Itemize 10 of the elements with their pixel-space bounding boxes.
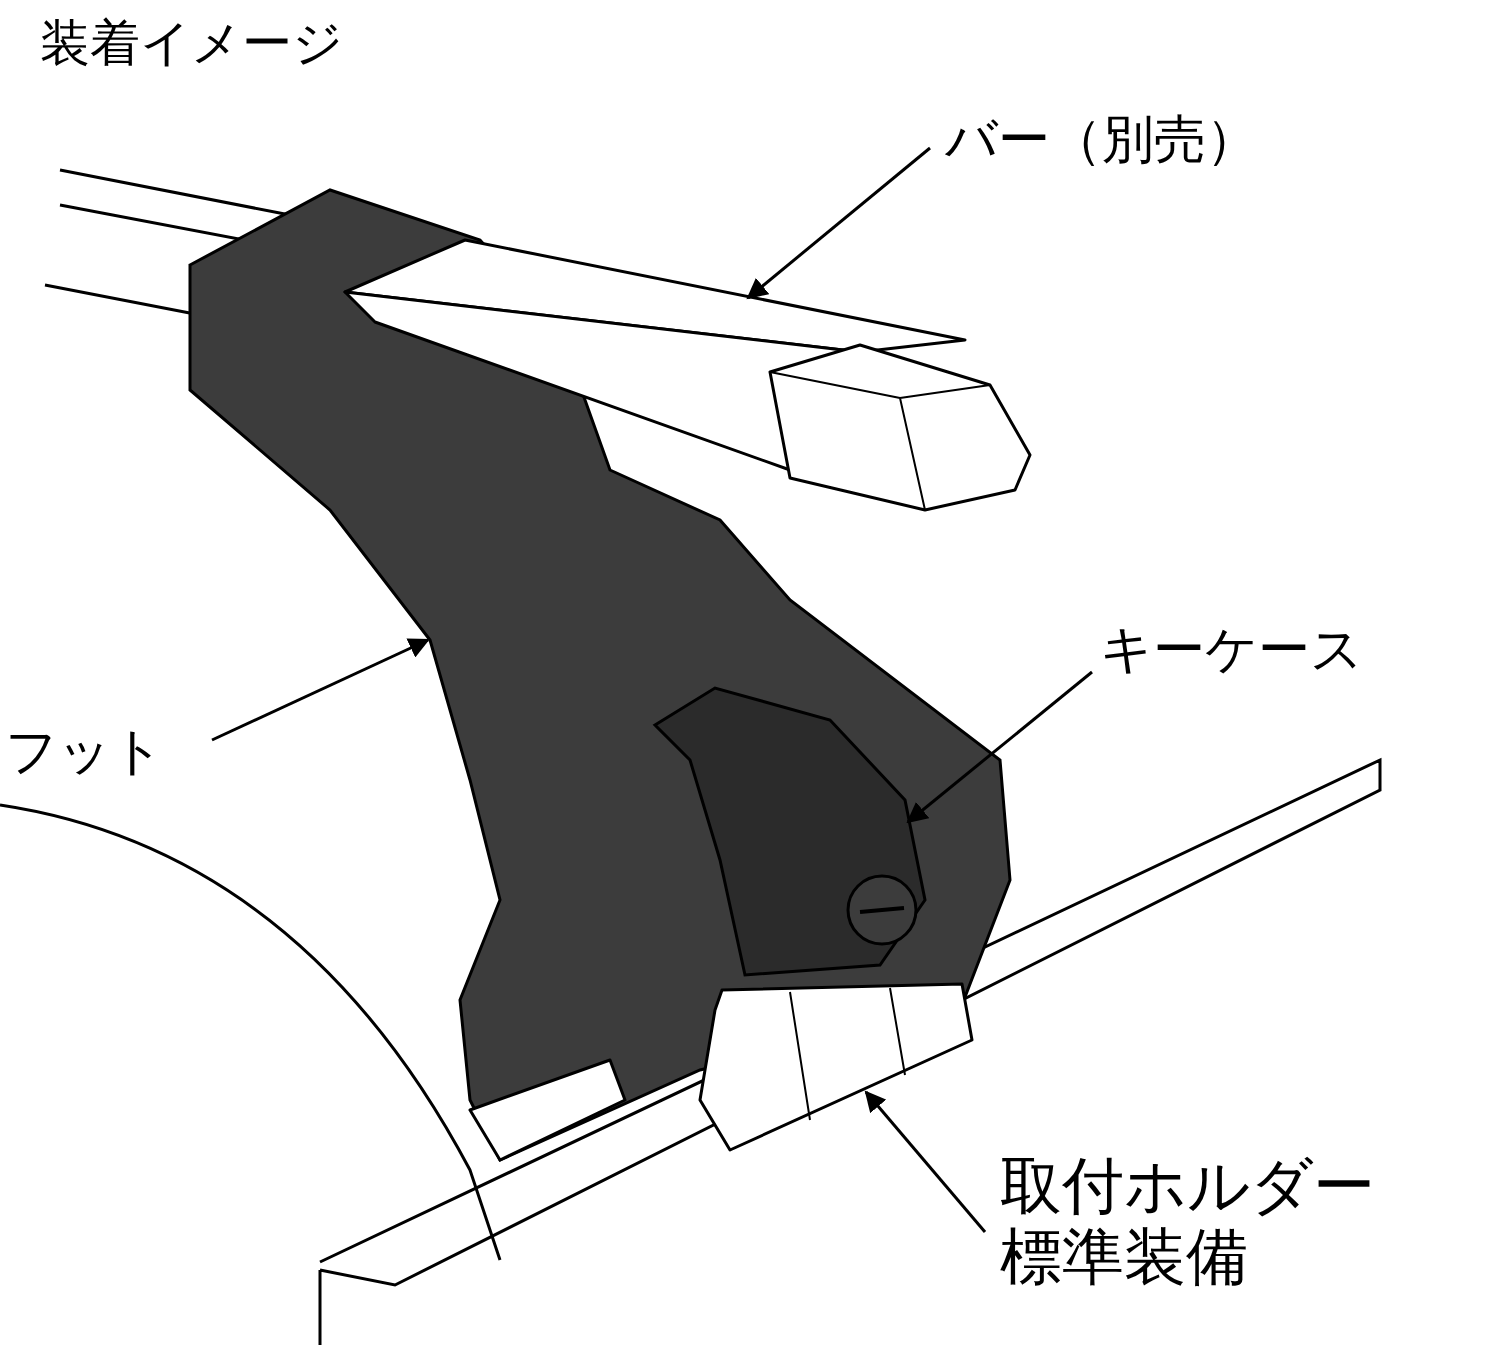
leader-arrow — [906, 670, 1093, 824]
part-label: 標準装備 — [1000, 1221, 1249, 1293]
leader-arrow — [746, 146, 931, 300]
diagram-title: 装着イメージ — [40, 13, 343, 74]
leader-arrow — [864, 1090, 987, 1233]
part-label: キーケース — [1100, 618, 1363, 681]
leader-arrow — [211, 638, 430, 742]
part-label: 取付ホルダー — [1000, 1150, 1375, 1222]
part-label: バー（別売） — [945, 108, 1258, 171]
part-label: フット — [5, 720, 164, 783]
